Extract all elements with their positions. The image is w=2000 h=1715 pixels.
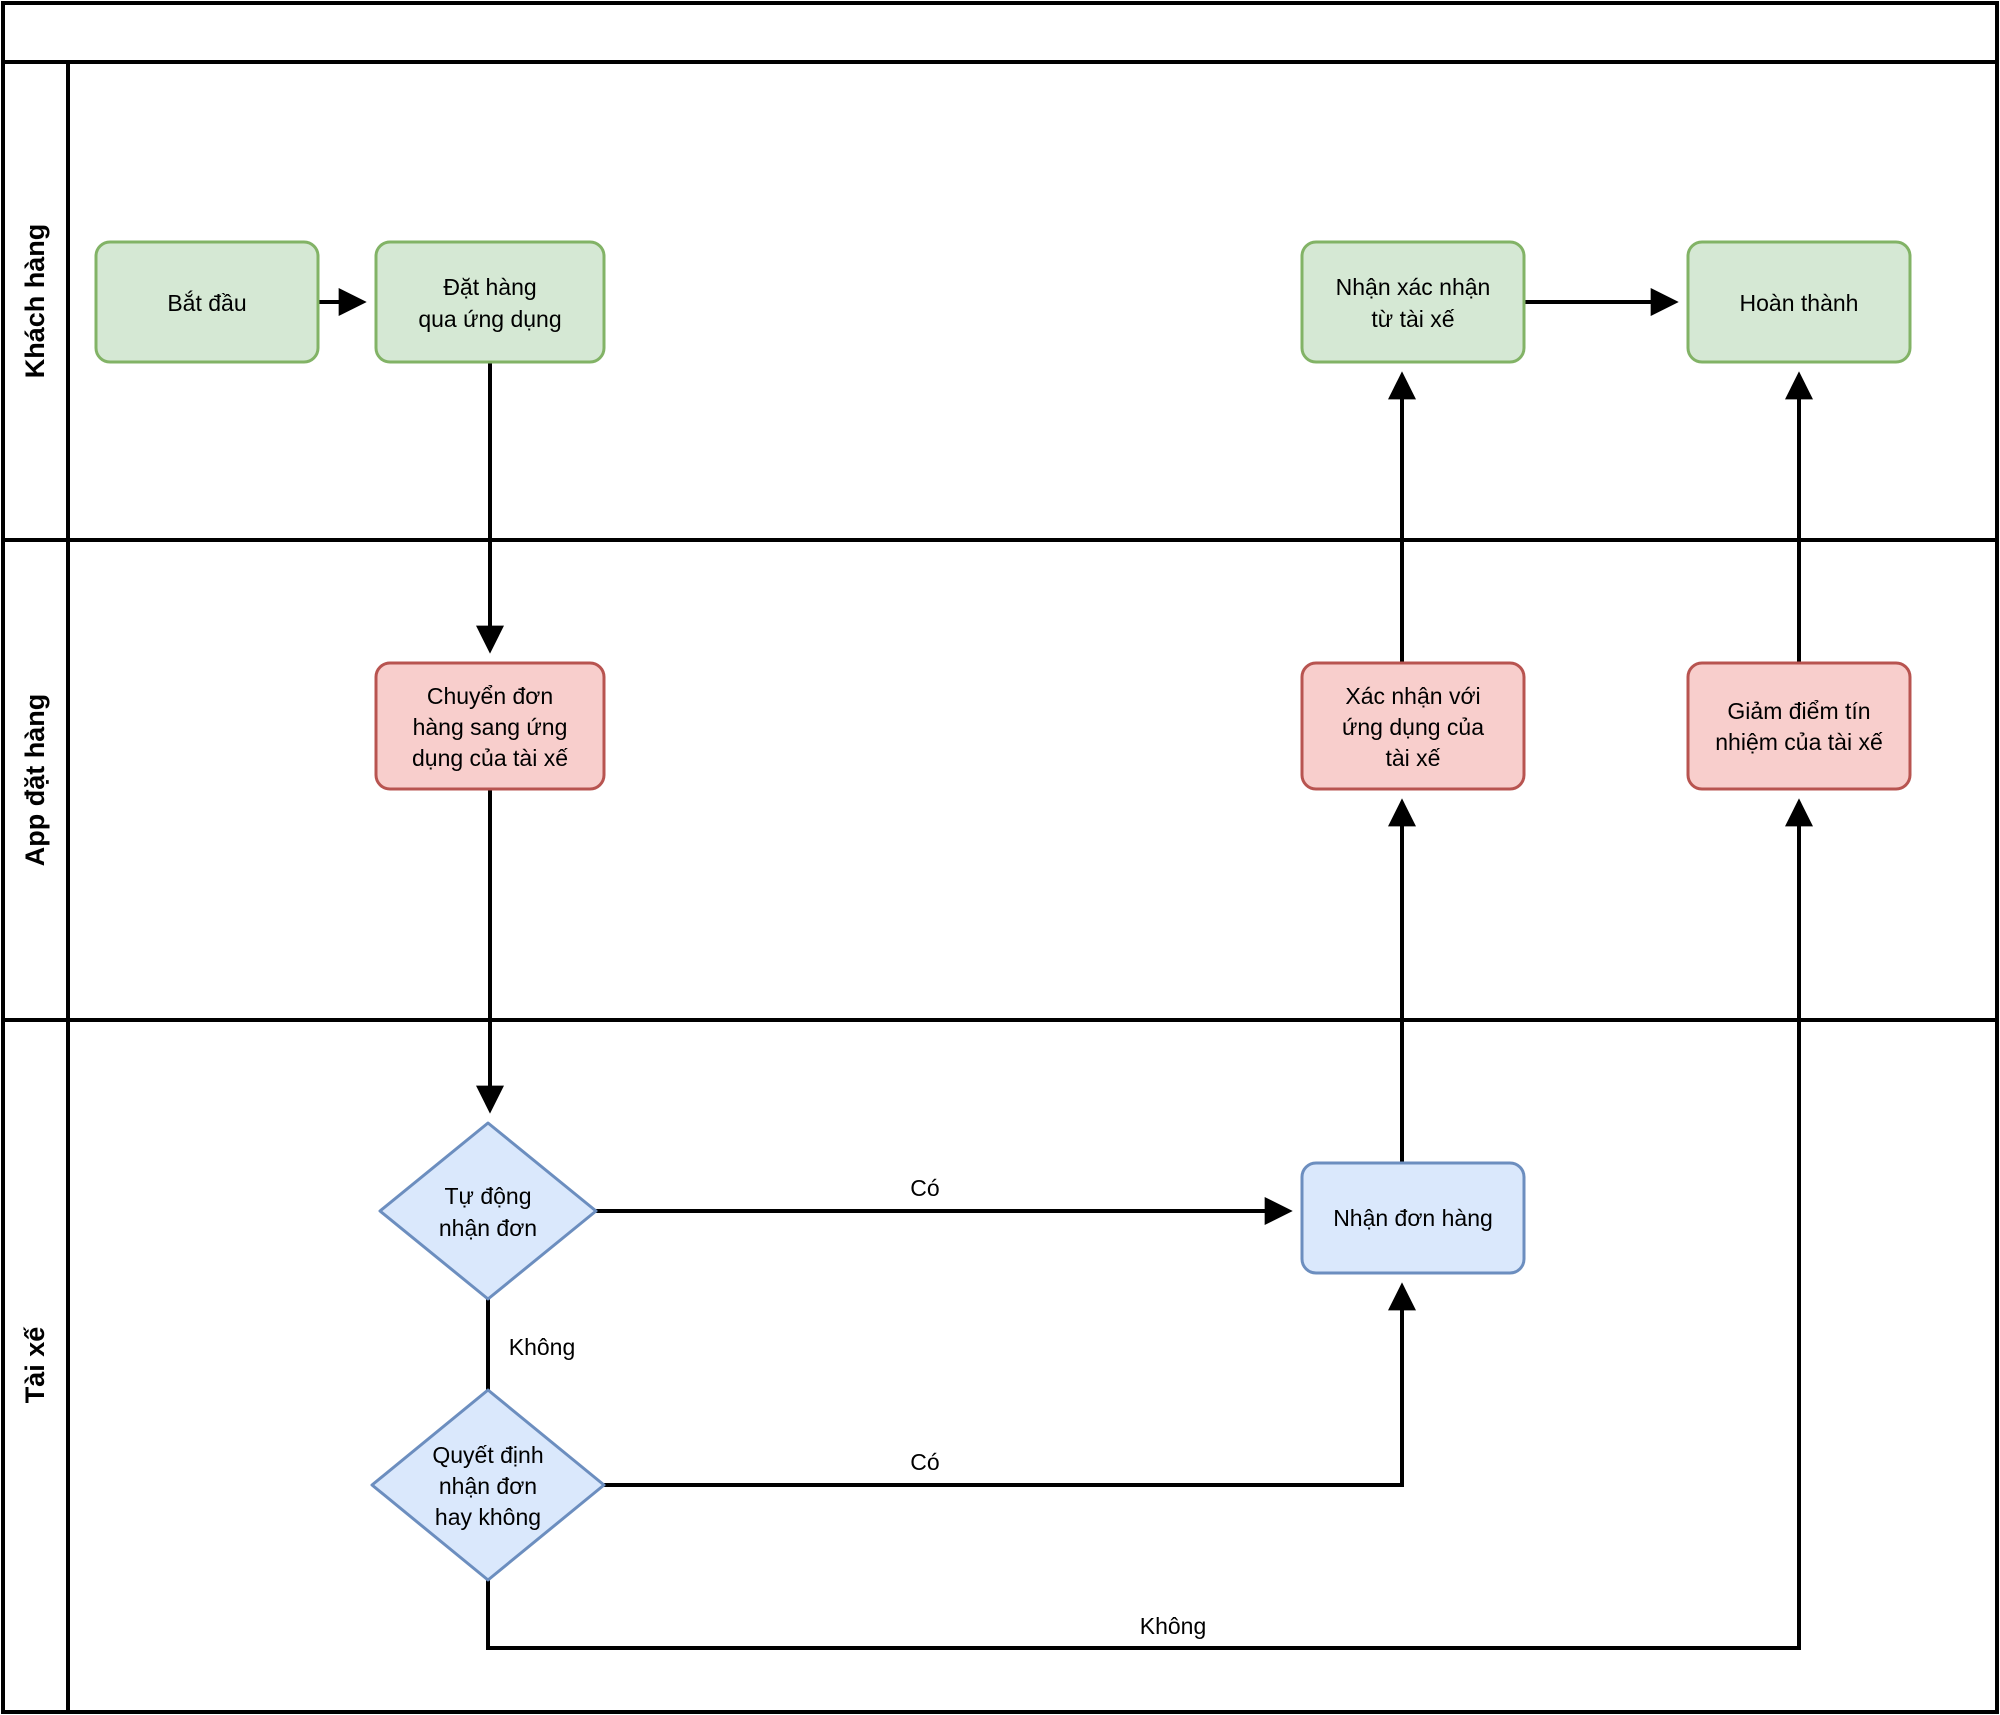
node-hoan-thanh[interactable]: Hoàn thành xyxy=(1686,240,1912,364)
node-quyet-dinh-label-line2: nhận đơn xyxy=(439,1473,537,1499)
node-bat-dau[interactable]: Bắt đầu xyxy=(94,240,320,364)
node-chuyen-don-label-line2: hàng sang ứng xyxy=(413,714,568,740)
node-dat-hang-label-line1: Đặt hàng xyxy=(443,274,536,300)
node-chuyen-don[interactable]: Chuyển đơn hàng sang ứng dụng của tài xế xyxy=(374,661,606,791)
lane-label-driver-text: Tài xế xyxy=(20,1326,50,1404)
node-nhan-don-hang-shape[interactable] xyxy=(1300,1161,1526,1275)
node-tu-dong-nhan-don[interactable]: Tự động nhận đơn xyxy=(378,1121,598,1301)
lane-label-customer: Khách hàng xyxy=(20,224,50,379)
node-nhan-xac-nhan-label-line1: Nhận xác nhận xyxy=(1336,274,1491,300)
lane-label-app-text: App đặt hàng xyxy=(20,694,50,866)
edge-label-co-top: Có xyxy=(910,1175,939,1201)
node-quyet-dinh[interactable]: Quyết định nhận đơn hay không xyxy=(370,1388,606,1582)
node-nhan-xac-nhan-shape[interactable] xyxy=(1300,240,1526,364)
node-giam-diem-label-line2: nhiệm của tài xế xyxy=(1715,729,1883,755)
edge-labels: Có Không Có Không xyxy=(509,1175,1207,1639)
connectors: Nhận đơn hàng --> Quyết định --> Nhận đơ… xyxy=(318,288,1813,1650)
node-xac-nhan-voi-app-label-line2: ứng dụng của xyxy=(1342,714,1484,740)
node-nhan-don-hang[interactable]: Nhận đơn hàng xyxy=(1300,1161,1526,1275)
node-nhan-xac-nhan-label-line2: từ tài xế xyxy=(1371,306,1454,332)
node-quyet-dinh-label-line3: hay không xyxy=(435,1504,541,1530)
node-xac-nhan-voi-app-shape[interactable] xyxy=(1300,661,1526,791)
lane-label-customer-text: Khách hàng xyxy=(20,224,50,379)
node-xac-nhan-voi-app[interactable]: Xác nhận với ứng dụng của tài xế xyxy=(1300,661,1526,791)
edge-label-khong-mid: Không xyxy=(509,1334,576,1360)
node-tu-dong-nhan-don-label-line1: Tự động xyxy=(444,1183,531,1209)
node-giam-diem[interactable]: Giảm điểm tín nhiệm của tài xế xyxy=(1686,661,1912,791)
node-chuyen-don-label-line1: Chuyển đơn xyxy=(427,683,553,709)
node-dat-hang-label-line2: qua ứng dụng xyxy=(418,306,561,332)
edge-quyetdinh-nhandon-co xyxy=(604,1282,1416,1487)
node-nhan-don-hang-label-line1: Nhận đơn hàng xyxy=(1333,1205,1493,1231)
edge-label-khong-bottom: Không xyxy=(1140,1613,1207,1639)
node-giam-diem-label-line1: Giảm điểm tín xyxy=(1727,698,1870,724)
node-hoan-thanh-label-line1: Hoàn thành xyxy=(1740,290,1859,316)
node-tu-dong-nhan-don-shape[interactable] xyxy=(378,1121,598,1301)
node-nhan-xac-nhan[interactable]: Nhận xác nhận từ tài xế xyxy=(1300,240,1526,364)
edge-label-co-bottom: Có xyxy=(910,1449,939,1475)
node-dat-hang[interactable]: Đặt hàng qua ứng dụng xyxy=(374,240,606,364)
lane-label-driver: Tài xế xyxy=(20,1326,50,1404)
node-quyet-dinh-shape[interactable] xyxy=(370,1388,606,1582)
node-chuyen-don-shape[interactable] xyxy=(374,661,606,791)
node-chuyen-don-label-line3: dụng của tài xế xyxy=(412,745,568,771)
node-hoan-thanh-shape[interactable] xyxy=(1686,240,1912,364)
node-giam-diem-shape[interactable] xyxy=(1686,661,1912,791)
node-tu-dong-nhan-don-label-line2: nhận đơn xyxy=(439,1215,537,1241)
node-xac-nhan-voi-app-label-line3: tài xế xyxy=(1386,745,1441,771)
node-xac-nhan-voi-app-label-line1: Xác nhận với xyxy=(1345,683,1480,709)
node-bat-dau-label-line1: Bắt đầu xyxy=(167,290,246,316)
node-bat-dau-shape[interactable] xyxy=(94,240,320,364)
node-quyet-dinh-label-line1: Quyết định xyxy=(432,1442,543,1468)
edge-quyetdinh-khong-giamdiem xyxy=(486,798,1813,1650)
node-dat-hang-shape[interactable] xyxy=(374,240,606,364)
lane-label-app: App đặt hàng xyxy=(20,694,50,866)
